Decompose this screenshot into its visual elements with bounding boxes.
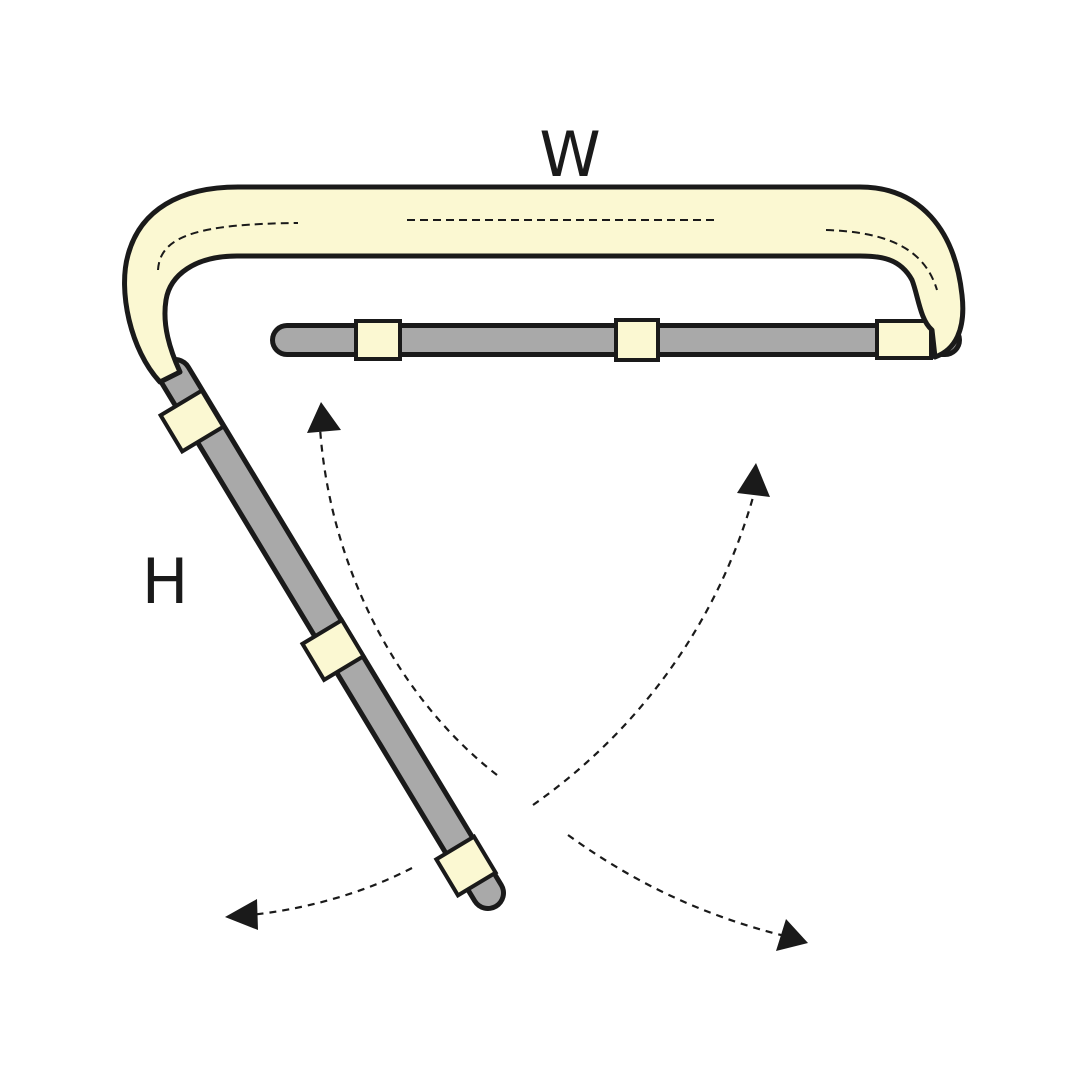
rear-tube-assembly xyxy=(270,318,962,362)
arrow-heads xyxy=(225,402,808,951)
top-bow-cover xyxy=(122,184,966,385)
stitch-right xyxy=(825,229,938,291)
fold-arrow-left-path xyxy=(249,867,413,917)
front-leg-assembly xyxy=(157,357,506,911)
cover-stitching xyxy=(157,219,938,291)
front-leg-clamp-bottom xyxy=(433,833,499,899)
arrow-head-right-icon xyxy=(776,919,808,951)
rear-tube-clamp-middle xyxy=(614,318,660,362)
front-leg-clamp-top xyxy=(157,387,227,455)
fold-arrow-right-path xyxy=(567,834,786,938)
stitch-left xyxy=(157,222,299,271)
front-leg-clamp-middle xyxy=(299,617,367,683)
motion-arrows xyxy=(249,427,786,938)
width-label: W xyxy=(539,118,600,191)
arrow-head-up-right-icon xyxy=(737,463,770,497)
fold-arrow-up-right-path xyxy=(532,489,757,806)
arrow-head-left-icon xyxy=(225,899,258,930)
arrow-head-up-left-icon xyxy=(307,402,341,433)
rear-tube-clamp-right xyxy=(875,319,933,360)
fold-arrow-up-left-path xyxy=(318,427,498,776)
height-label: H xyxy=(142,545,189,618)
rear-tube-clamp-left xyxy=(354,319,402,361)
